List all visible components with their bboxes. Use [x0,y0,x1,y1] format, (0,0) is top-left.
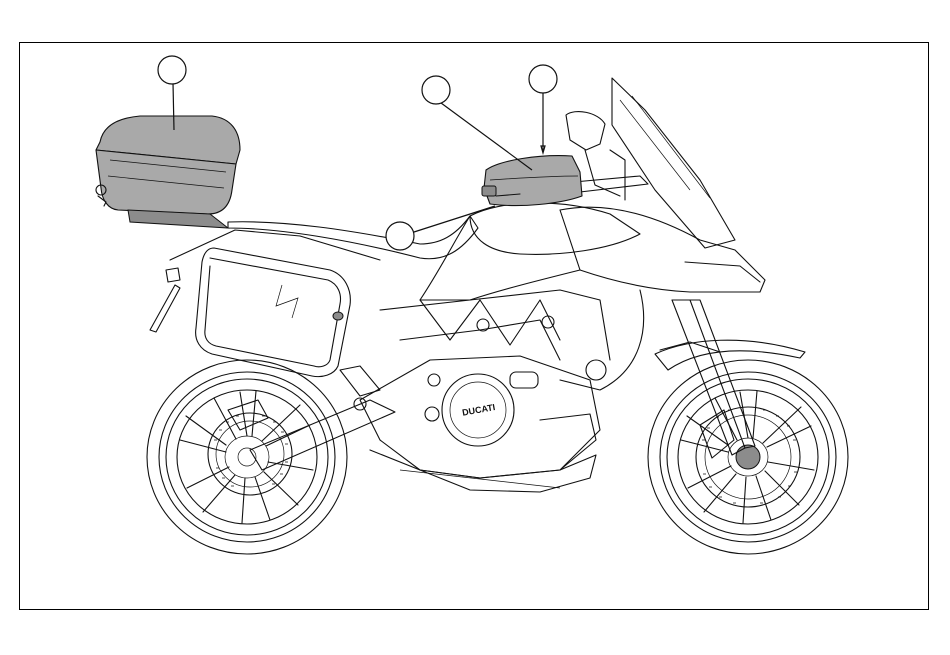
windscreen [612,78,735,248]
brand-mark: DUCATI [461,402,496,418]
callout-top-case [158,56,186,84]
tank-bag [482,156,582,206]
rear-subframe [150,230,380,332]
rear-wheel [147,360,347,554]
callout-tank-bag-strap [386,222,414,250]
rear-brake-disc [208,400,292,495]
callout-tank-bag-rear [529,65,557,93]
front-wheel [648,360,848,554]
engine: DUCATI [360,356,606,478]
frame-trellis [380,290,610,360]
front-fairing [560,150,765,390]
front-fork [660,300,755,455]
swingarm [250,366,395,470]
side-pannier [196,248,351,377]
callout-tank-bag-front [422,76,450,104]
fuel-tank [420,203,640,300]
exhaust-belly-pan [370,450,596,492]
top-case [96,116,240,228]
